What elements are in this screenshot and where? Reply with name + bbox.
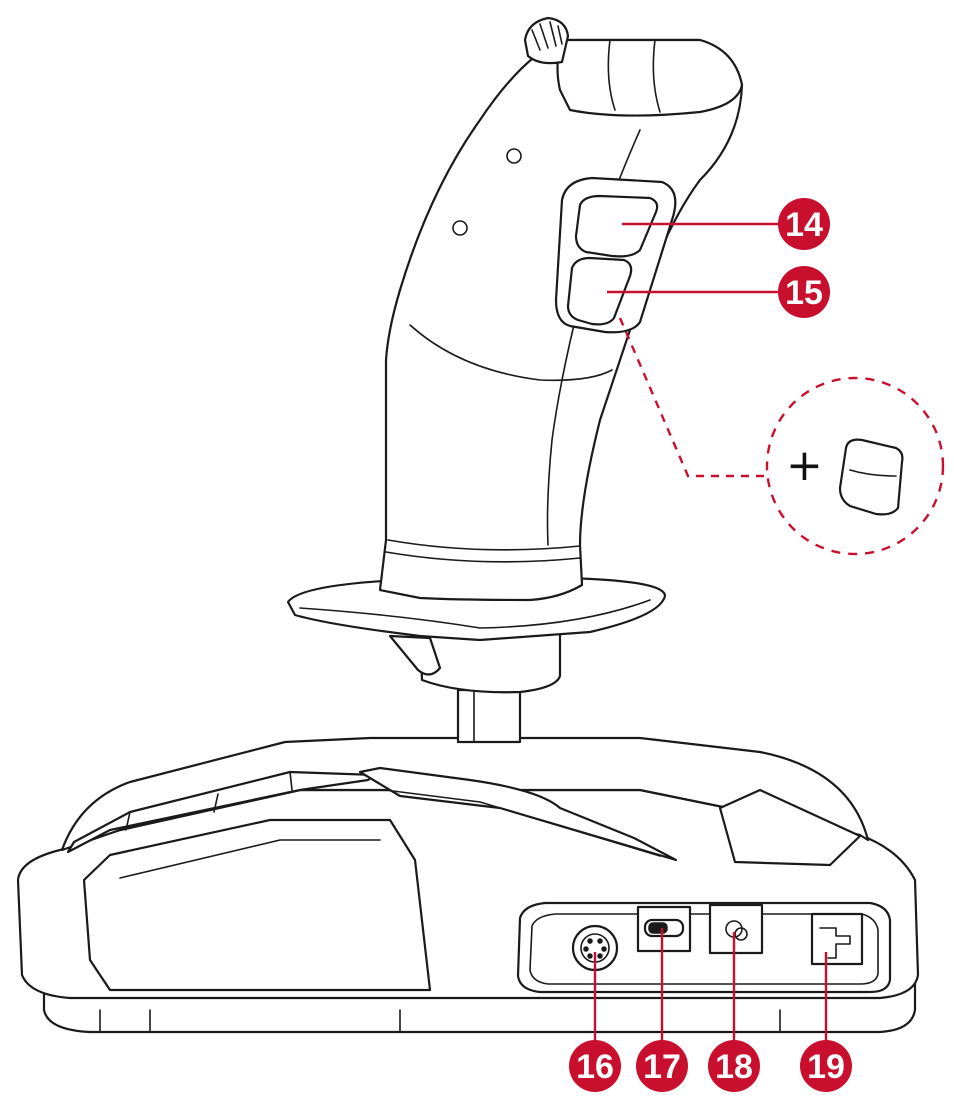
callout-16-number: 16 [576, 1048, 614, 1086]
callout-19-number: 19 [807, 1048, 845, 1086]
grip-top-cap-lines [607, 39, 661, 113]
joystick-base [16, 736, 920, 1034]
connector-panel-inner [529, 913, 879, 985]
deck-button-dividers [125, 771, 293, 831]
jack-port[interactable] [708, 903, 764, 955]
thumb-wheel[interactable] [523, 16, 570, 65]
grip-screw-lower-icon [452, 220, 468, 236]
base-top-deck [60, 736, 870, 852]
joystick-grip [378, 16, 744, 602]
grip-seam-middle [409, 324, 613, 382]
detail-inset: + [618, 317, 945, 556]
thumb-wheel-ridges [531, 21, 563, 51]
callout-15-number: 15 [785, 274, 823, 312]
replacement-button-cap-icon [838, 438, 904, 516]
callout-18-number: 18 [715, 1048, 753, 1086]
trigger-paddle[interactable] [388, 634, 442, 676]
callout-18-badge [708, 1040, 760, 1092]
base-feet-lines [99, 1009, 781, 1033]
hand-rest-ridge [299, 599, 651, 629]
callout-14-number: 14 [785, 206, 823, 244]
callout-17-number: 17 [643, 1048, 681, 1086]
deck-center-recess-line [384, 789, 661, 857]
grip-screw-upper-icon [506, 148, 522, 164]
callouts: 14 15 16 17 18 19 [569, 198, 852, 1092]
callout-19-badge [800, 1040, 852, 1092]
lower-grip-button[interactable] [566, 256, 633, 326]
callout-16-badge [569, 1040, 621, 1092]
grip-top-cap [556, 38, 744, 117]
base-left-panel-ridge [119, 839, 381, 879]
inset-leader-line [618, 317, 770, 478]
stem-shaft [456, 688, 522, 744]
callout-14-badge [778, 198, 830, 250]
hand-rest [286, 576, 667, 676]
joystick-stem [418, 626, 562, 744]
hand-rest-plate [286, 576, 667, 642]
inset-circle [765, 376, 945, 556]
deck-right-pad [718, 788, 862, 867]
grip-ring-lower [385, 551, 581, 563]
switch-slot[interactable] [636, 905, 692, 953]
connector-panel [516, 901, 892, 994]
callout-17-badge [636, 1040, 688, 1092]
rj-port[interactable] [810, 912, 864, 966]
callout-15-badge [778, 266, 830, 318]
stem-collar [418, 626, 562, 694]
grip-ring-upper [387, 539, 581, 551]
deck-center-recess [358, 766, 678, 862]
base-left-panel [82, 818, 432, 992]
upper-grip-button[interactable] [574, 194, 659, 258]
inset-plus-symbol: + [786, 440, 823, 491]
